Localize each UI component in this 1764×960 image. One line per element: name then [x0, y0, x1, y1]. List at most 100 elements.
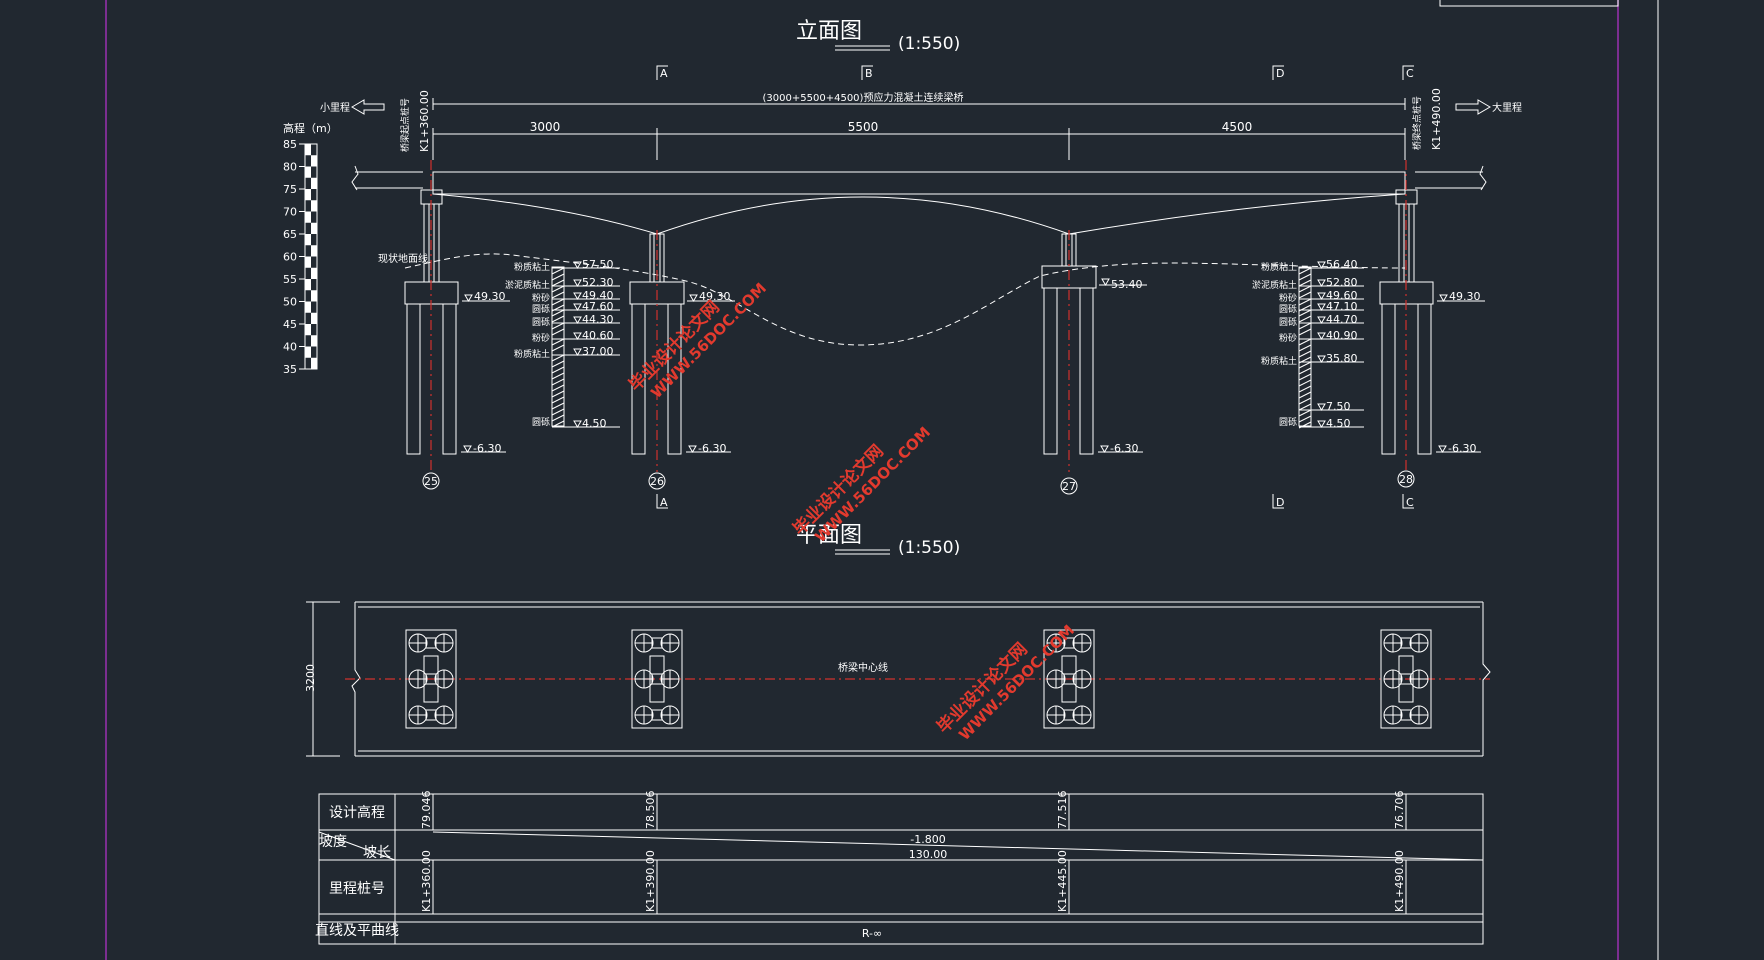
bore-layer-name: 粉砂	[1279, 292, 1297, 304]
bore-hatch	[1298, 379, 1312, 387]
scale-bar-cell	[305, 189, 311, 201]
bore-hatch	[1298, 328, 1312, 336]
bore-elev-mark	[573, 420, 582, 428]
bore-elev-mark	[573, 316, 582, 324]
ground-line	[404, 253, 1406, 346]
pile-tips: -6.30 -6.30 -6.30 -6.30	[461, 442, 1481, 455]
bore-elev-value: 52.80	[1326, 276, 1358, 289]
bore-layer-name: 粉质粘土	[1261, 355, 1297, 367]
bore-elev-value: 49.60	[1326, 289, 1358, 302]
plan-view: 平面图 (1:550) 桥梁中心线 3200	[304, 523, 1491, 757]
bore-elev-mark	[1317, 279, 1326, 287]
section-mark-d: D	[1276, 67, 1284, 80]
bridge-deck	[351, 165, 1487, 235]
scale-bar-cell	[305, 166, 311, 178]
profile-table: 设计高程 坡度 坡长 里程桩号 直线及平曲线 -1.800 130.00 79.…	[315, 791, 1484, 945]
bore-elev-value: 47.60	[582, 300, 614, 313]
borehole-1: 57.5052.3049.4047.6044.3040.6037.004.50粉…	[505, 258, 620, 430]
bore-hatch	[551, 285, 565, 293]
scale-tick-label: 85	[283, 138, 297, 151]
scale-tick-label: 40	[283, 341, 297, 354]
station-3: K1+445.00	[1056, 850, 1069, 912]
bore-hatch	[1298, 315, 1312, 323]
watermark-1: 毕业设计论文网 WWW.56DOC.COM	[625, 279, 770, 402]
cap-elev-26: 49.30	[699, 290, 731, 303]
start-station: K1+360.00	[418, 90, 431, 152]
cap-elevations: 49.30 49.30 53.40 49.30	[462, 278, 1485, 303]
bore-hatch	[1298, 415, 1312, 423]
scale-bar-cell	[311, 245, 317, 257]
scale-tick-label: 70	[283, 206, 297, 219]
station-4: K1+490.00	[1393, 850, 1406, 912]
bore-hatch	[551, 390, 565, 398]
scale-bar-cell	[305, 144, 311, 156]
bore-hatch	[1298, 267, 1312, 275]
pier-num-25: 25	[424, 475, 438, 488]
bore-elev-value: 44.30	[582, 313, 614, 326]
plan-title: 平面图	[796, 523, 862, 548]
scale-bar-cell	[311, 222, 317, 234]
bore-hatch	[1298, 344, 1312, 352]
dir-small-label: 小里程	[320, 102, 350, 114]
bore-elev-value: 40.60	[582, 329, 614, 342]
bore-layer-name: 圆砾	[1279, 316, 1297, 328]
bore-hatch	[551, 298, 565, 306]
bore-layer-name: 粉砂	[532, 292, 550, 304]
bore-elev-value: 57.50	[582, 258, 614, 271]
bore-hatch	[551, 408, 565, 416]
bore-layer-name: 淤泥质粘土	[505, 279, 550, 291]
section-marks-bottom: A D C	[656, 494, 1414, 509]
bore-hatch	[1298, 279, 1312, 287]
row-grade-label: 坡度	[319, 834, 347, 850]
bore-hatch	[551, 420, 565, 428]
bore-layer-name: 粉砂	[532, 332, 550, 344]
row-length-label: 坡长	[363, 845, 391, 861]
bore-elev-mark	[1317, 316, 1326, 324]
bore-hatch	[551, 384, 565, 392]
bore-elev-mark	[573, 279, 582, 287]
section-mark-bottom-d: D	[1276, 496, 1284, 509]
bore-layer-name: 粉质粘土	[1261, 261, 1297, 273]
elevation-title: 立面图	[796, 19, 862, 44]
scale-bar-cell	[311, 177, 317, 189]
elevation-view: 立面图 (1:550) A B D C (3000+5500+4500)预应力混…	[283, 19, 1522, 509]
cap-elev-27: 53.40	[1111, 278, 1143, 291]
scale-bar-cell	[305, 211, 311, 223]
bore-hatch	[1298, 367, 1312, 375]
scale-bar-cell	[305, 256, 311, 268]
end-label: 桥梁终点桩号	[1411, 96, 1423, 150]
bore-layer-name: 圆砾	[532, 303, 550, 315]
bore-hatch	[551, 402, 565, 410]
centerline-label: 桥梁中心线	[838, 661, 888, 674]
section-mark-bottom-c: C	[1406, 496, 1414, 509]
scale-tick-label: 75	[283, 183, 297, 196]
scale-tick-label: 45	[283, 318, 297, 331]
bore-hatch	[1298, 350, 1312, 358]
curve-value: R-∞	[862, 927, 882, 940]
start-label: 桥梁起点桩号	[399, 98, 411, 152]
bore-hatch	[1298, 397, 1312, 405]
plan-scale: (1:550)	[898, 538, 960, 558]
scale-tick-label: 35	[283, 363, 297, 376]
bore-hatch	[551, 315, 565, 323]
scale-bar-cell	[311, 290, 317, 302]
span-dim-2: 5500	[848, 120, 879, 134]
bore-hatch	[1298, 409, 1312, 417]
end-station: K1+490.00	[1430, 88, 1443, 150]
scale-title: 高程（m）	[283, 121, 338, 135]
pile-tip-26: -6.30	[698, 442, 726, 455]
bore-layer-name: 粉质粘土	[514, 348, 550, 360]
length-value: 130.00	[909, 848, 948, 861]
bore-elev-value: 40.90	[1326, 329, 1358, 342]
bore-hatch	[551, 322, 565, 330]
bore-hatch	[551, 366, 565, 374]
scale-bar-cell	[305, 279, 311, 291]
bore-elev-value: 52.30	[582, 276, 614, 289]
bore-hatch	[1298, 391, 1312, 399]
bore-layer-name: 圆砾	[1279, 416, 1297, 428]
plan-pile-groups	[405, 629, 1432, 729]
bore-elev-mark	[1317, 292, 1326, 300]
arrow-left-icon	[351, 99, 385, 115]
pier-25	[404, 189, 459, 455]
